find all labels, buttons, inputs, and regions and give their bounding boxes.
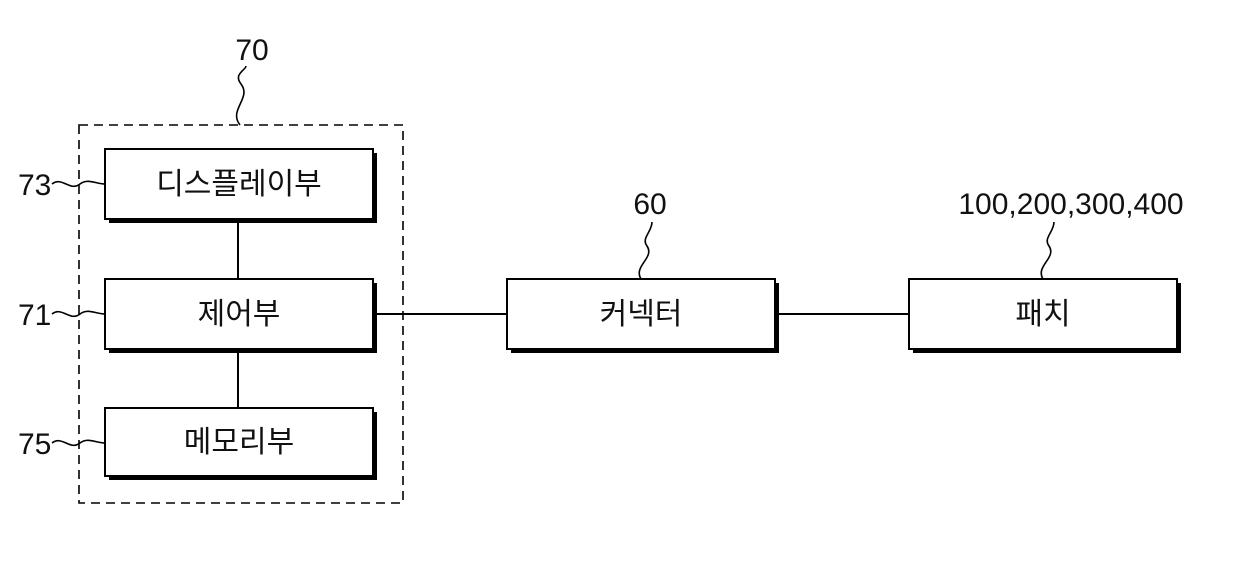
patch-block-label: 패치 bbox=[1015, 297, 1070, 332]
connector-block: 커넥터 bbox=[507, 279, 779, 353]
patch-ref-leader bbox=[1041, 222, 1054, 279]
group-ref-leader bbox=[237, 66, 246, 125]
patch-ref-label: 100,200,300,400 bbox=[958, 188, 1183, 221]
group-ref-label: 70 bbox=[235, 34, 268, 67]
memory-block-label: 메모리부 bbox=[184, 425, 294, 460]
control-block-label: 제어부 bbox=[198, 297, 281, 332]
connector-ref-leader bbox=[639, 222, 652, 279]
display-block: 디스플레이부 bbox=[105, 149, 377, 223]
control-ref-label: 71 bbox=[18, 299, 51, 332]
control-block: 제어부 bbox=[105, 279, 377, 353]
connector-block-label: 커넥터 bbox=[600, 297, 683, 332]
connector-ref-label: 60 bbox=[633, 188, 666, 221]
display-block-label: 디스플레이부 bbox=[156, 167, 322, 202]
display-ref-leader bbox=[52, 181, 105, 186]
patch-block: 패치 bbox=[909, 279, 1181, 353]
display-ref-label: 73 bbox=[18, 169, 51, 202]
memory-ref-label: 75 bbox=[18, 428, 51, 461]
memory-block: 메모리부 bbox=[105, 408, 377, 480]
